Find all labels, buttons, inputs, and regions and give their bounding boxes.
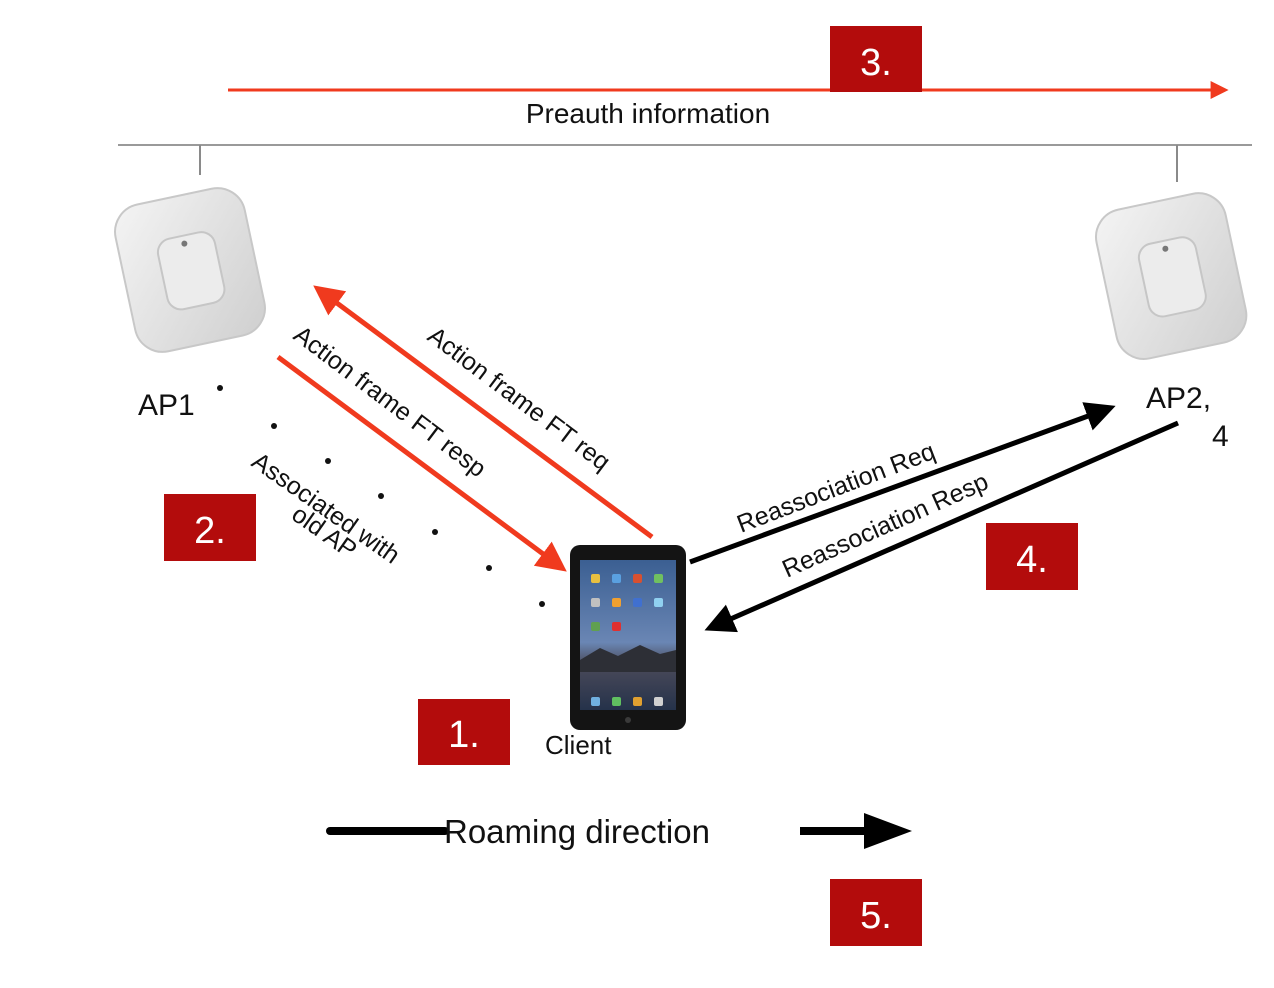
reassoc-resp-arrow	[704, 420, 1180, 633]
roaming-label: Roaming direction	[444, 813, 710, 850]
ft-resp-arrow	[276, 354, 567, 572]
ft-req-arrow	[313, 285, 654, 540]
step-label-1: 1.	[448, 714, 480, 756]
tablet-icon	[570, 545, 686, 730]
step-box-1: 1.	[418, 699, 510, 765]
associated-label-line1: Associated with	[247, 447, 405, 570]
step-label-2: 2.	[194, 510, 226, 552]
step-label-3: 3.	[860, 42, 892, 84]
ap2-label-line1: AP2,	[1146, 382, 1211, 415]
step-box-2: 2.	[164, 494, 256, 561]
client-label: Client	[545, 730, 612, 760]
step-box-3: 3.	[830, 26, 922, 92]
roaming-arrow-head	[864, 813, 912, 849]
ap2-label-line2: 4	[1212, 420, 1229, 453]
reassoc-req-arrow	[689, 402, 1116, 565]
step-box-4: 4.	[986, 523, 1078, 590]
step-box-5: 5.	[830, 879, 922, 946]
access-point-icon	[114, 187, 266, 353]
ap1-label: AP1	[138, 389, 195, 422]
preauth-label: Preauth information	[526, 98, 770, 129]
access-point-icon	[1095, 192, 1248, 360]
association-dotted-line	[217, 385, 545, 607]
step-label-5: 5.	[860, 895, 892, 937]
step-label-4: 4.	[1016, 539, 1048, 581]
